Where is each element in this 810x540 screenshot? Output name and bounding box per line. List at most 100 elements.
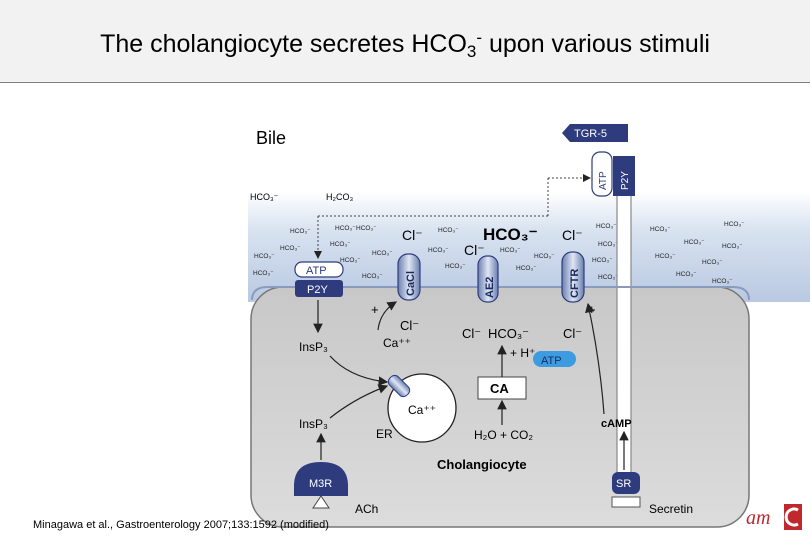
p2y-receptor-label: P2Y: [307, 284, 328, 296]
small-hco3: HCO₃⁻: [650, 226, 671, 233]
small-hco3: HCO₃⁻: [362, 273, 383, 280]
p2y-top-box: [613, 156, 635, 196]
reaction-label: H₂O + CO₂: [474, 428, 533, 442]
insp3-upper: InsP₃: [299, 340, 328, 354]
er-label: ER: [376, 427, 393, 441]
logo-c-shape: [784, 507, 799, 527]
small-hco3: HCO₃⁻: [253, 270, 274, 277]
ae2-exchanger: AE2: [477, 255, 499, 303]
sr-receptor: SR: [611, 472, 641, 508]
small-hco3: HCO₃⁻: [254, 253, 275, 260]
apical-membrane: [251, 286, 750, 301]
hco3-left-label: HCO₃⁻: [250, 192, 279, 202]
small-hco3: HCO₃⁻: [722, 243, 743, 250]
sr-label: SR: [616, 478, 631, 490]
p2y-receptor: ATP P2Y: [294, 261, 344, 297]
small-hco3: HCO₃⁻: [676, 271, 697, 278]
secretin-label: Secretin: [649, 502, 693, 516]
plus-sign-1: +: [371, 302, 379, 317]
small-hco3: HCO₃⁻: [598, 274, 619, 281]
er-channel: [387, 374, 411, 398]
m3r-receptor: M3R: [294, 462, 348, 509]
camp-label: cAMP: [601, 418, 632, 430]
m3r-body: [294, 462, 348, 486]
title-superscript: -: [476, 28, 483, 47]
small-hco3: HCO₃⁻: [445, 263, 466, 270]
hco3-big-label: HCO₃⁻: [483, 225, 538, 244]
logo-text: am: [746, 507, 770, 529]
citation: Minagawa et al., Gastroenterology 2007;1…: [33, 519, 329, 531]
title-bar: The cholangiocyte secretes HCO3- upon va…: [0, 0, 810, 83]
small-hco3: HCO₃⁻: [356, 225, 377, 232]
small-hco3: HCO₃⁻: [702, 259, 723, 266]
small-hco3: HCO₃⁻: [655, 253, 676, 260]
h2co3-label: H₂CO₃: [326, 192, 353, 202]
atp-receptor-label: ATP: [306, 265, 327, 277]
ca-er-label: Ca⁺⁺: [408, 403, 436, 417]
sr-body: [612, 472, 640, 494]
small-hco3: HCO₃⁻: [438, 227, 459, 234]
small-hco3: HCO₃⁻: [372, 250, 393, 257]
lumen-hco3-ions: HCO₃⁻ HCO₃⁻ HCO₃⁻ HCO₃⁻ HCO₃⁻ HCO₃⁻ HCO₃…: [253, 221, 745, 285]
small-hco3: HCO₃⁻: [290, 228, 311, 235]
ca-cell-label: Ca⁺⁺: [383, 336, 411, 350]
bile-label: Bile: [256, 128, 286, 148]
ae2-label: AE2: [484, 277, 496, 298]
cl-lumen-1: Cl⁻: [402, 227, 423, 243]
slide-title: The cholangiocyte secretes HCO3- upon va…: [0, 28, 810, 62]
tgr5-tag: [562, 124, 628, 142]
ae2-body: [477, 255, 499, 303]
insp3-lower: InsP₃: [299, 417, 328, 431]
small-hco3: HCO₃⁻: [428, 247, 449, 254]
arrow-insp3-to-er: [329, 355, 389, 386]
m3r-label: M3R: [309, 478, 332, 490]
atp-lower-pill: [533, 351, 576, 367]
atp-top-label: ATP: [598, 171, 609, 190]
small-hco3: HCO₃⁻: [280, 245, 301, 252]
cl-cell-2: Cl⁻: [462, 326, 481, 341]
hco3-cell-label: HCO₃⁻: [488, 326, 529, 341]
tgr5-receptor: TGR-5 P2Y ATP: [562, 124, 635, 475]
small-hco3: HCO₃⁻: [598, 241, 619, 248]
small-hco3: HCO₃⁻: [684, 239, 705, 246]
cacl-label: CaCl: [405, 271, 417, 296]
small-hco3: HCO₃⁻: [724, 221, 745, 228]
atp-top-box: [591, 151, 613, 197]
arrow-ca-to-cacl: [377, 301, 398, 331]
h-plus-label: + H⁺: [510, 346, 535, 360]
cl-cell-3: Cl⁻: [563, 326, 582, 341]
tgr5-label: TGR-5: [574, 128, 607, 140]
atp-receptor-box: [294, 261, 344, 278]
p2y-top-label: P2Y: [620, 171, 631, 190]
amc-logo: am: [746, 504, 802, 530]
title-main: The cholangiocyte secretes HCO: [100, 30, 467, 58]
arrow-insp3-lower-to-er: [329, 384, 389, 419]
ach-label: ACh: [355, 502, 378, 516]
title-rest: upon various stimuli: [482, 30, 710, 58]
small-hco3: HCO₃⁻: [335, 225, 356, 232]
secretin-ligand: [611, 496, 641, 508]
small-hco3: HCO₃⁻: [340, 257, 361, 264]
small-hco3: HCO₃⁻: [592, 257, 613, 264]
ca-enzyme-label: CA: [490, 381, 509, 396]
p2y-receptor-box: [295, 280, 343, 297]
arrow-camp-to-cftr: [585, 302, 605, 415]
cl-lumen-3: Cl⁻: [562, 227, 583, 243]
small-hco3: HCO₃⁻: [534, 253, 555, 260]
small-hco3: HCO₃⁻: [330, 241, 351, 248]
small-hco3: HCO₃⁻: [596, 223, 617, 230]
small-hco3: HCO₃⁻: [516, 265, 537, 272]
small-hco3: HCO₃⁻: [500, 247, 521, 254]
cftr-body: [561, 251, 585, 303]
cl-lumen-2: Cl⁻: [464, 242, 485, 258]
cl-cell-1: Cl⁻: [400, 318, 419, 333]
cell-name-label: Cholangiocyte: [437, 457, 527, 472]
cacl-channel-body: [397, 253, 421, 301]
atp-lower-label: ATP: [541, 355, 562, 367]
small-hco3: HCO₃⁻: [712, 278, 733, 285]
cacl-channel: CaCl: [397, 253, 421, 301]
ach-ligand: [312, 495, 330, 509]
m3r-base: [294, 484, 348, 496]
cftr-channel: CFTR: [561, 251, 585, 303]
